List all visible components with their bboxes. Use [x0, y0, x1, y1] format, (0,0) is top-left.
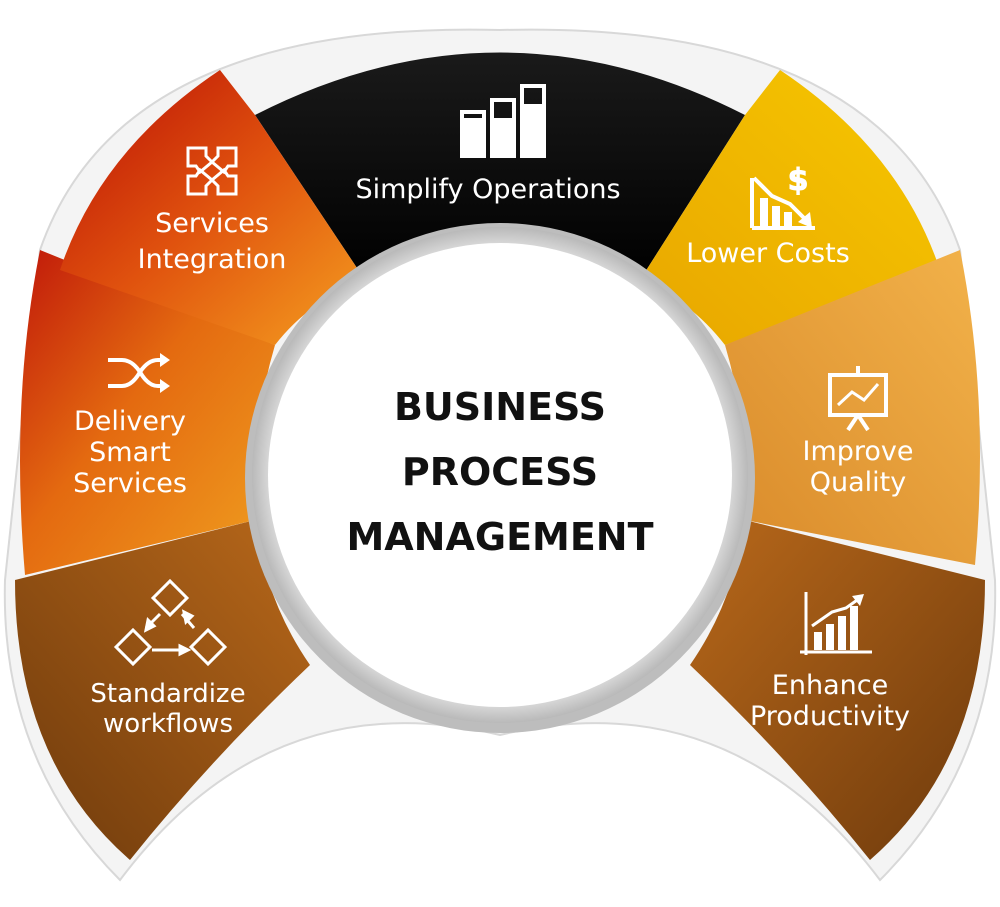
segment-enhance-productivity[interactable]	[690, 520, 985, 860]
delivery-smart-services-label-line2: Smart	[89, 437, 171, 468]
improve-quality-label-line2: Quality	[810, 467, 906, 498]
converging-arrows-icon	[186, 146, 238, 196]
improve-quality-label-line1: Improve	[802, 436, 913, 467]
enhance-productivity-label-line2: Productivity	[750, 701, 910, 732]
center-title-line2: PROCESS	[402, 450, 598, 494]
segment-lower-costs[interactable]	[640, 70, 940, 345]
simplify-operations-label: Simplify Operations	[355, 174, 620, 205]
center-title-line1: BUSINESS	[394, 385, 606, 429]
svg-text:$: $	[788, 163, 809, 198]
delivery-smart-services-label-line1: Delivery	[74, 406, 186, 437]
delivery-smart-services-label-line3: Services	[73, 468, 187, 499]
center-circle	[268, 243, 732, 707]
segment-improve-quality[interactable]	[725, 250, 980, 565]
standardize-workflows-label-line2: workflows	[103, 709, 233, 739]
services-integration-label-line1: Services	[155, 208, 269, 239]
center-title-line3: MANAGEMENT	[346, 515, 653, 559]
bar-chart-icon	[460, 84, 546, 158]
segment-simplify-operations[interactable]	[255, 52, 745, 281]
workflow-diamonds-icon	[113, 578, 228, 667]
growth-chart-icon	[800, 592, 872, 655]
services-integration-label-line2: Integration	[138, 244, 287, 275]
segment-delivery-smart-services[interactable]	[20, 250, 275, 575]
segment-standardize-workflows[interactable]	[15, 520, 310, 860]
segment-services-integration[interactable]	[60, 70, 365, 345]
dollar-decline-chart-icon: $	[750, 163, 815, 230]
presentation-chart-icon	[828, 366, 888, 432]
enhance-productivity-label-line1: Enhance	[772, 670, 888, 701]
shuffle-arrows-icon	[108, 353, 170, 393]
lower-costs-label: Lower Costs	[686, 238, 850, 269]
standardize-workflows-label-line1: Standardize	[90, 679, 245, 709]
